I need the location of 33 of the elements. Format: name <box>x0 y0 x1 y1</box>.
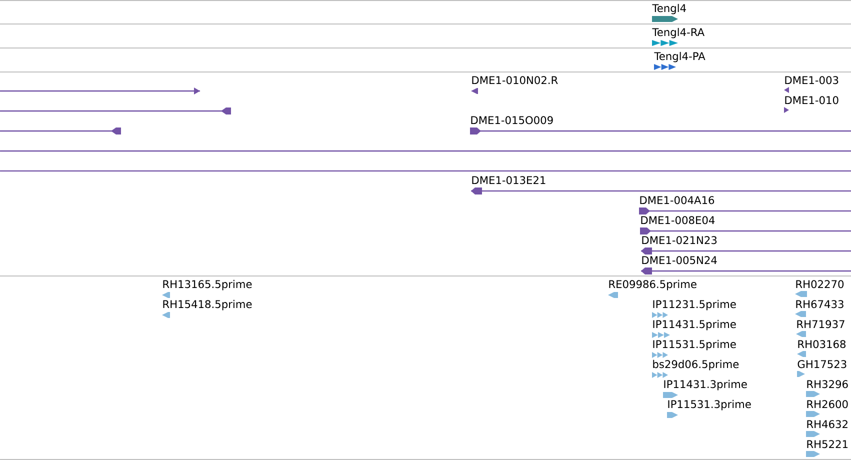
feature-label: Tengl4-RA <box>652 28 704 38</box>
feature-label: Tengl4-PA <box>654 52 706 62</box>
feature-label: IP11531.3prime <box>668 400 751 410</box>
feature-bar <box>0 108 231 114</box>
feature-label: RH4632 <box>807 420 848 428</box>
feature-label: RE09986.5prime <box>609 280 696 290</box>
feature-label: DME1-015O009 <box>471 116 553 124</box>
feature-label: RH2600 <box>807 400 848 408</box>
feature-bar <box>0 128 122 134</box>
feature-label: IP11431.5prime <box>653 320 736 330</box>
feature-label: DME1-008E04 <box>641 216 715 224</box>
feature-label: RH71937 <box>797 320 844 328</box>
feature-label: RH13165.5prime <box>163 280 252 290</box>
feature-label: DME1-005N24 <box>642 256 717 264</box>
feature-label: RH03168 <box>798 340 846 348</box>
feature-label: IP11531.5prime <box>653 340 736 350</box>
feature-label: DME1-003 <box>785 76 838 84</box>
feature-label: DME1-010 <box>785 96 838 104</box>
feature-label: RH15418.5prime <box>163 300 252 310</box>
feature-label: DME1-010N02.R <box>472 76 558 84</box>
feature-label: DME1-004A16 <box>640 196 714 204</box>
feature-label: IP11431.3prime <box>664 380 747 390</box>
feature-label: IP11231.5prime <box>653 300 736 310</box>
feature-label: GH17523 <box>798 360 846 368</box>
feature-bar <box>0 88 200 94</box>
feature-label: DME1-013E21 <box>472 176 546 184</box>
feature-label: RH5221 <box>807 440 848 448</box>
feature-label: RH3296 <box>807 380 848 388</box>
feature-label: RH02270 <box>796 280 844 288</box>
feature-label: Tengl4 <box>652 4 686 14</box>
feature-label: DME1-021N23 <box>642 236 717 244</box>
feature-label: RH67433 <box>796 300 844 308</box>
feature-label: bs29d06.5prime <box>653 360 739 370</box>
